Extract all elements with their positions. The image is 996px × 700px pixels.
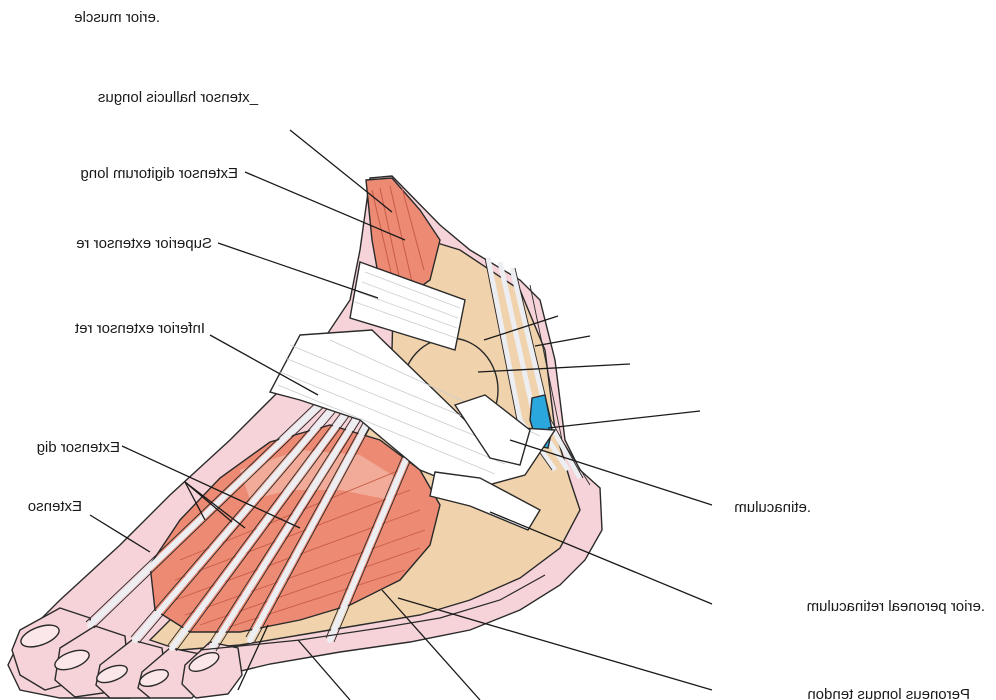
leader-peroneus-longus-tendon	[398, 598, 712, 690]
label-inferior-peroneal-retinaculum: .erior peroneal retinaculum	[807, 598, 985, 615]
label-superior-extensor-retinaculum: Superior extensor re	[76, 235, 212, 252]
leader-tibialis	[290, 130, 392, 212]
leader-right-4	[548, 411, 700, 428]
label-extensor-hallucis-brevis: Extenso	[28, 498, 82, 515]
label-retinaculum-right: .etinaculum	[734, 499, 811, 516]
label-inferior-extensor-retinaculum: Inferior extensor ret	[74, 320, 205, 337]
label-extensor-digitorum-longus: Extensor digitorum long	[80, 165, 238, 182]
label-tibialis-anterior: .erior muscle	[74, 9, 160, 26]
label-extensor-hallucis-longus: _xtensor hallucis longus	[98, 89, 259, 106]
foot-illustration	[8, 176, 602, 698]
label-extensor-digitorum-tendons: Extensor dig	[37, 439, 120, 456]
label-peroneus-longus-tendon: Peroneus longus tendon	[807, 686, 970, 700]
leader-extensor-digitorum-longus	[218, 243, 378, 298]
